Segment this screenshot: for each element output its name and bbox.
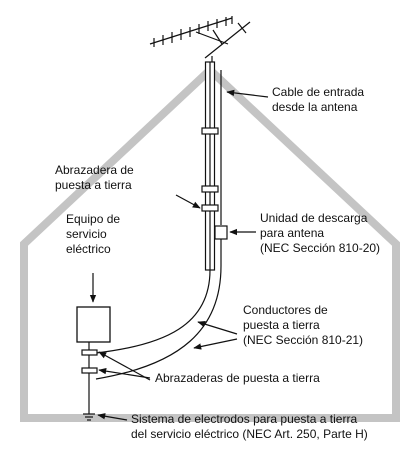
label-line: para antena <box>260 226 325 240</box>
mast-ground-clamp <box>201 204 219 212</box>
label-line: puesta a tierra <box>55 178 132 192</box>
arrow-icon <box>226 89 269 98</box>
label-line: (NEC Sección 810-20) <box>260 241 381 255</box>
mast-clamp <box>201 185 219 193</box>
label-line: eléctrico <box>66 242 111 256</box>
label-line: Abrazadera de <box>55 163 134 177</box>
antenna-discharge-unit <box>214 225 228 240</box>
label-line: Unidad de descarga <box>260 211 368 225</box>
ground-symbol-icon <box>83 413 95 421</box>
grounding-conductors-label: Conductores de puesta a tierra (NEC Secc… <box>243 303 363 348</box>
antenna-icon <box>149 16 251 68</box>
ground-clamp <box>81 367 98 374</box>
label-line: del servicio eléctrico (NEC Art. 250, Pa… <box>131 427 368 441</box>
label-line: Abrazaderas de puesta a tierra <box>155 371 320 385</box>
mast-clamp <box>201 127 219 135</box>
label-line: Conductores de <box>243 303 328 317</box>
arrow-icon <box>193 338 238 350</box>
arrow-icon <box>175 194 201 209</box>
label-line: (NEC Sección 810-21) <box>243 333 364 347</box>
ground-clamps-label: Abrazaderas de puesta a tierra <box>155 371 320 386</box>
ground-clamp <box>81 349 98 356</box>
arrow-icon <box>98 367 151 379</box>
discharge-unit-label: Unidad de descarga para antena (NEC Secc… <box>260 211 380 256</box>
label-line: servicio <box>66 227 107 241</box>
electric-service-equipment <box>76 306 111 343</box>
label-line: Sistema de electrodos para puesta a tier… <box>131 412 358 426</box>
house-outline <box>20 64 400 422</box>
service-equipment-label: Equipo de servicio eléctrico <box>66 212 120 257</box>
electrode-system-label: Sistema de electrodos para puesta a tier… <box>131 412 368 442</box>
label-line: Cable de entrada <box>272 85 365 99</box>
ground-clamp-label: Abrazadera de puesta a tierra <box>55 163 134 193</box>
label-line: Equipo de <box>66 212 121 226</box>
arrow-icon <box>98 351 151 381</box>
label-line: puesta a tierra <box>243 318 320 332</box>
lead-in-cable-label: Cable de entrada desde la antena <box>272 85 364 115</box>
grounding-conductor <box>95 269 211 354</box>
arrow-icon <box>97 413 128 421</box>
label-line: desde la antena <box>272 100 358 114</box>
arrow-icon <box>197 321 238 335</box>
